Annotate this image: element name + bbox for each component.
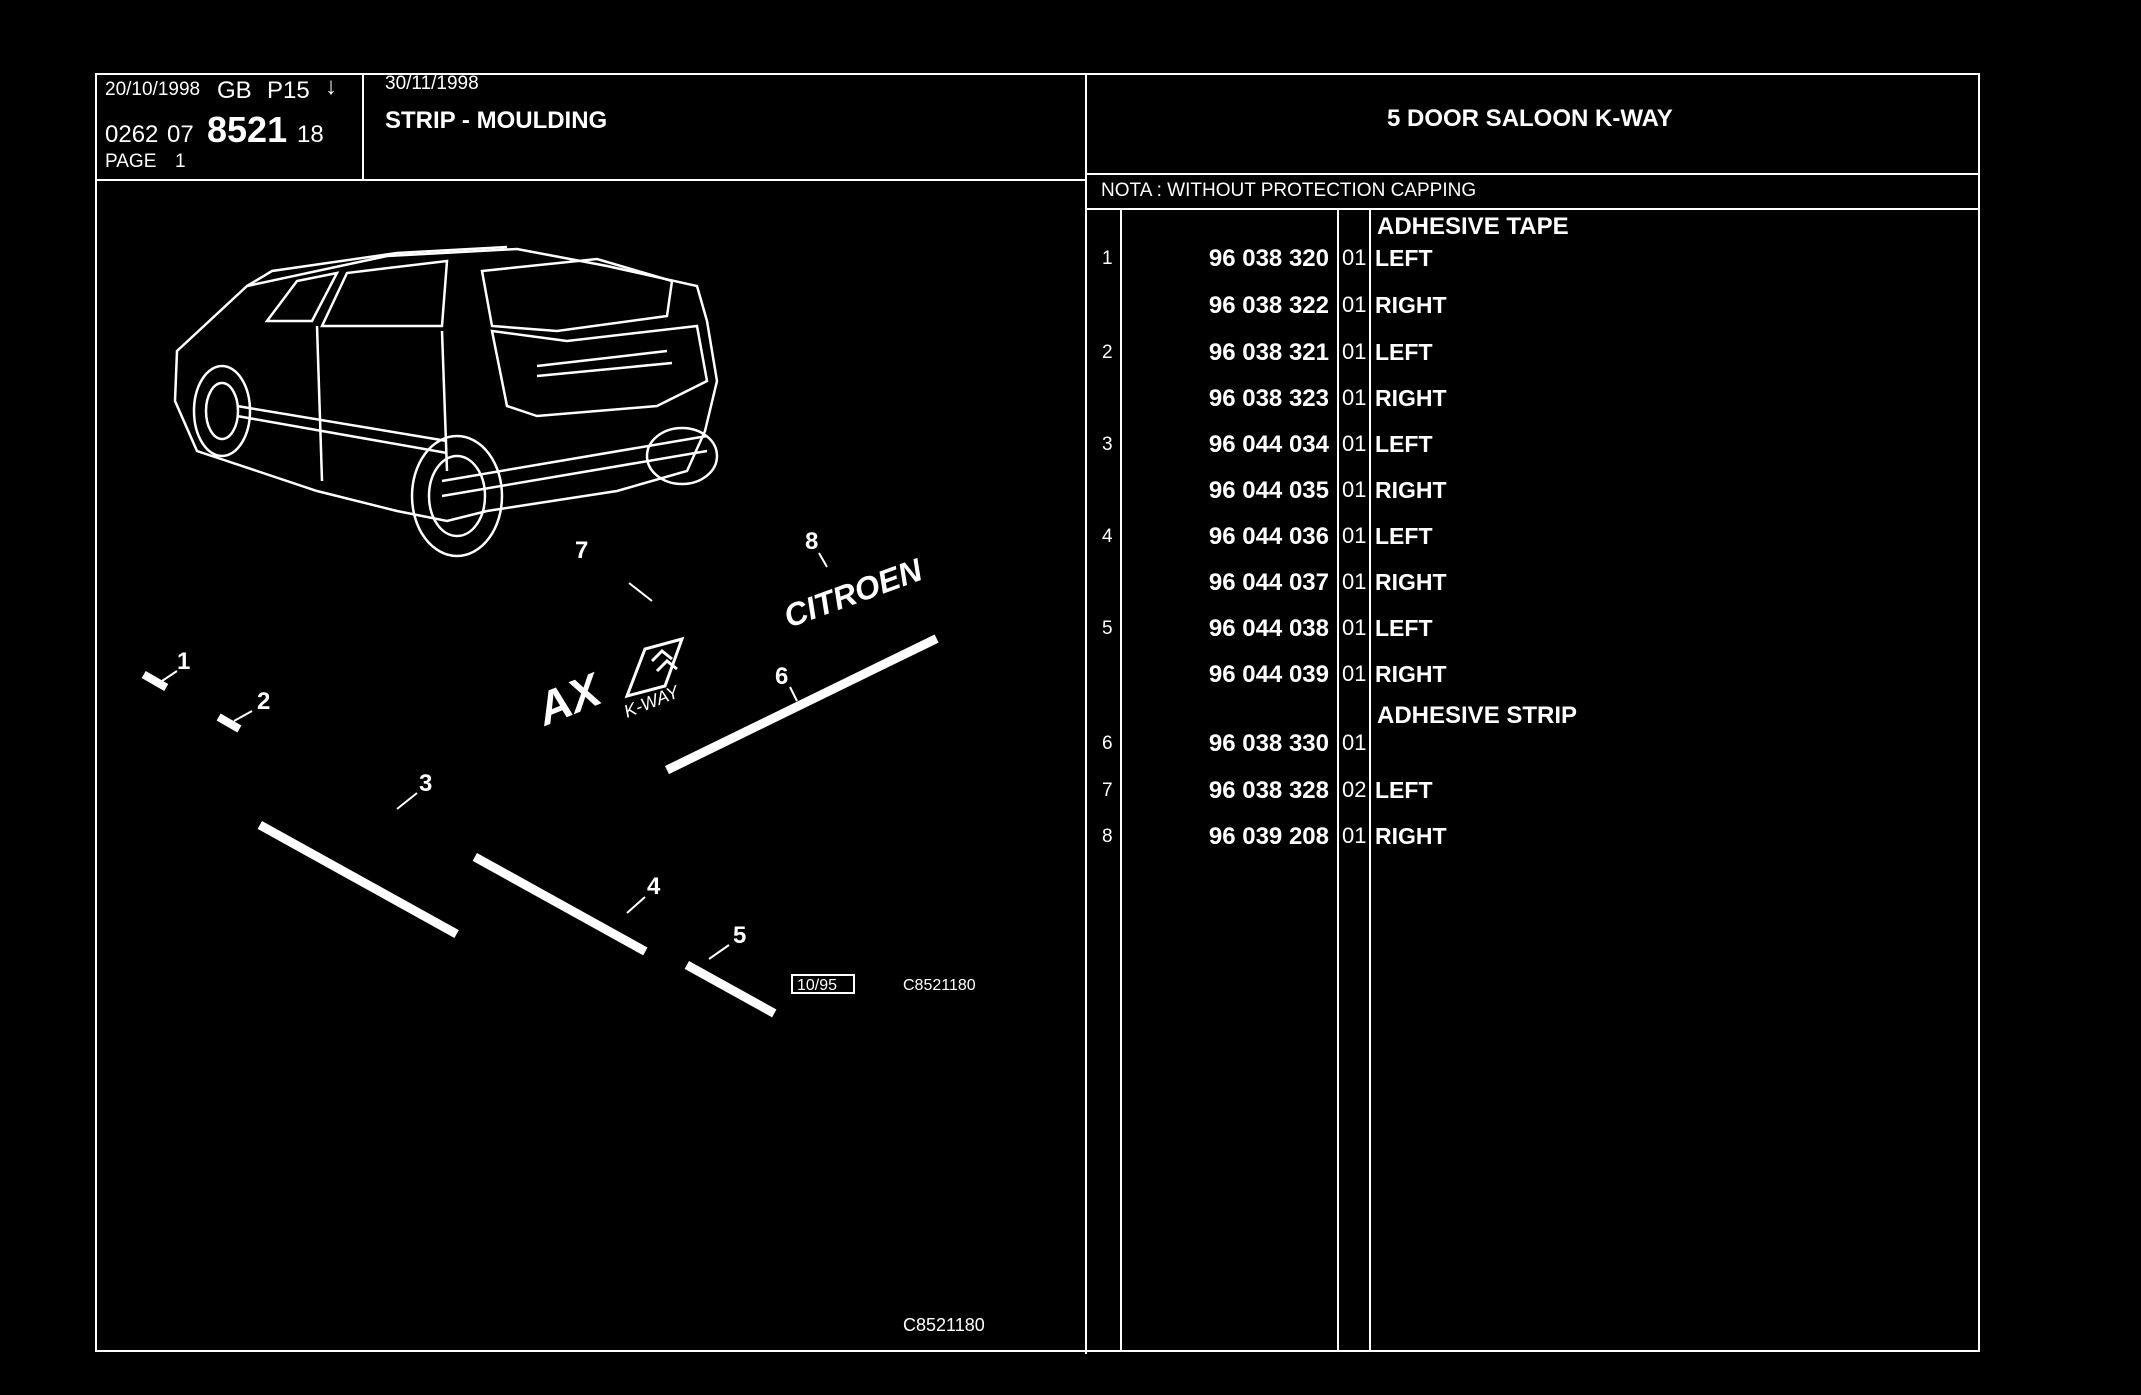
row-part-number: 96 044 036 xyxy=(1208,523,1329,550)
row-qty: 01 xyxy=(1342,477,1367,502)
header-divider xyxy=(97,179,1087,181)
row-desc: LEFT xyxy=(1375,777,1433,803)
row-qty: 01 xyxy=(1342,292,1367,317)
row-qty: 01 xyxy=(1342,339,1367,364)
row-qty: 01 xyxy=(1342,385,1367,410)
row-qty: 01 xyxy=(1342,431,1367,456)
callout-6: 6 xyxy=(775,663,788,690)
car-illustration xyxy=(173,245,719,558)
row-part-number: 96 044 037 xyxy=(1208,569,1329,596)
row-desc: LEFT xyxy=(1375,431,1433,457)
page-code: P15 xyxy=(267,77,310,104)
edition-box xyxy=(791,974,855,994)
row-ref: 8 xyxy=(1102,826,1113,847)
callout-4: 4 xyxy=(647,873,661,900)
row-qty: 01 xyxy=(1342,615,1367,640)
callout-8: 8 xyxy=(805,528,818,555)
part-4-strip xyxy=(472,853,648,956)
row-desc: LEFT xyxy=(1375,339,1433,365)
row-part-number: 96 038 320 xyxy=(1208,245,1329,272)
part-1-tape xyxy=(141,671,169,691)
main-vertical-divider xyxy=(1085,75,1087,1354)
part-5-strip xyxy=(684,961,777,1018)
strip-parts xyxy=(141,634,939,1018)
row-ref: 6 xyxy=(1102,733,1113,754)
page-label: PAGE xyxy=(105,151,157,172)
badge-ax: AX xyxy=(528,662,610,735)
row-desc: RIGHT xyxy=(1375,823,1447,849)
print-date: 20/10/1998 xyxy=(105,79,201,100)
group-adhesive-strip: ADHESIVE STRIP xyxy=(1377,702,1578,729)
part-3-strip xyxy=(257,821,459,938)
row-qty: 01 xyxy=(1342,523,1367,548)
ref-suffix: 18 xyxy=(297,121,324,148)
row-ref: 1 xyxy=(1102,248,1113,269)
callout-7-label: 7 xyxy=(575,537,588,564)
row-part-number: 96 044 038 xyxy=(1208,615,1329,642)
table-col-divider-2 xyxy=(1337,210,1339,1350)
row-desc: LEFT xyxy=(1375,523,1433,549)
row-qty: 01 xyxy=(1342,245,1367,270)
table-col-divider-1 xyxy=(1120,210,1122,1350)
callout-5: 5 xyxy=(733,922,746,949)
row-qty: 01 xyxy=(1342,823,1367,848)
ref-group: 07 xyxy=(167,121,194,148)
right-header-divider xyxy=(1085,173,1980,175)
language-code: GB xyxy=(217,77,252,104)
row-desc: RIGHT xyxy=(1375,661,1447,687)
callout-numbers: 1 2 3 4 5 6 7 7 8 xyxy=(177,528,818,949)
row-ref: 2 xyxy=(1102,342,1113,363)
page-number: 1 xyxy=(175,151,186,172)
row-qty: 02 xyxy=(1342,777,1367,802)
drawing-code: C8521180 xyxy=(903,977,976,994)
callout-1: 1 xyxy=(177,648,190,675)
row-part-number: 96 044 035 xyxy=(1208,477,1329,504)
ref-prefix: 0262 xyxy=(105,121,159,148)
nota-text: NOTA : WITHOUT PROTECTION CAPPING xyxy=(1101,180,1477,201)
row-part-number: 96 044 034 xyxy=(1208,431,1329,458)
row-ref: 4 xyxy=(1102,526,1113,547)
part-6-strip xyxy=(665,634,939,775)
k-way-logo-icon xyxy=(624,636,685,699)
row-ref: 5 xyxy=(1102,618,1113,639)
part-2-tape xyxy=(216,713,242,733)
row-desc: LEFT xyxy=(1375,245,1433,271)
row-desc: RIGHT xyxy=(1375,569,1447,595)
model-title: 5 DOOR SALOON K-WAY xyxy=(1387,105,1673,132)
parts-sheet: 20/10/1998 GB P15 ↓ 0262 07 8521 18 PAGE… xyxy=(95,73,1980,1354)
ref-main: 8521 xyxy=(207,109,288,150)
row-ref: 3 xyxy=(1102,434,1113,455)
callout-leaders xyxy=(161,552,828,960)
row-desc: RIGHT xyxy=(1375,477,1447,503)
row-part-number: 96 038 330 xyxy=(1208,730,1329,757)
sheet-title: STRIP - MOULDING xyxy=(385,107,608,134)
group-adhesive-tape: ADHESIVE TAPE xyxy=(1377,213,1569,240)
parts-diagram: 1 2 3 4 5 6 7 7 8 AX K-WAY CITROEN 10/95… xyxy=(141,245,985,1335)
row-desc: LEFT xyxy=(1375,615,1433,641)
row-desc: RIGHT xyxy=(1375,292,1447,318)
badge-citroen: CITROEN xyxy=(779,551,927,634)
edition-date: 30/11/1998 xyxy=(385,73,479,94)
row-part-number: 96 039 208 xyxy=(1208,823,1329,850)
row-qty: 01 xyxy=(1342,569,1367,594)
row-part-number: 96 038 328 xyxy=(1208,777,1329,804)
row-part-number: 96 038 323 xyxy=(1208,385,1329,412)
row-desc: RIGHT xyxy=(1375,385,1447,411)
arrow-down-icon: ↓ xyxy=(325,73,337,100)
callout-2: 2 xyxy=(257,688,270,715)
row-qty: 01 xyxy=(1342,661,1367,686)
row-part-number: 96 044 039 xyxy=(1208,661,1329,688)
header-left-divider xyxy=(362,75,364,181)
footer-code: C8521180 xyxy=(903,1315,985,1335)
row-ref: 7 xyxy=(1102,780,1113,801)
nota-divider xyxy=(1085,208,1980,210)
callout-3: 3 xyxy=(419,770,432,797)
row-qty: 01 xyxy=(1342,730,1367,755)
row-part-number: 96 038 322 xyxy=(1208,292,1329,319)
row-part-number: 96 038 321 xyxy=(1208,339,1329,366)
edition-box-text: 10/95 xyxy=(797,977,837,994)
table-col-divider-3 xyxy=(1369,210,1371,1350)
